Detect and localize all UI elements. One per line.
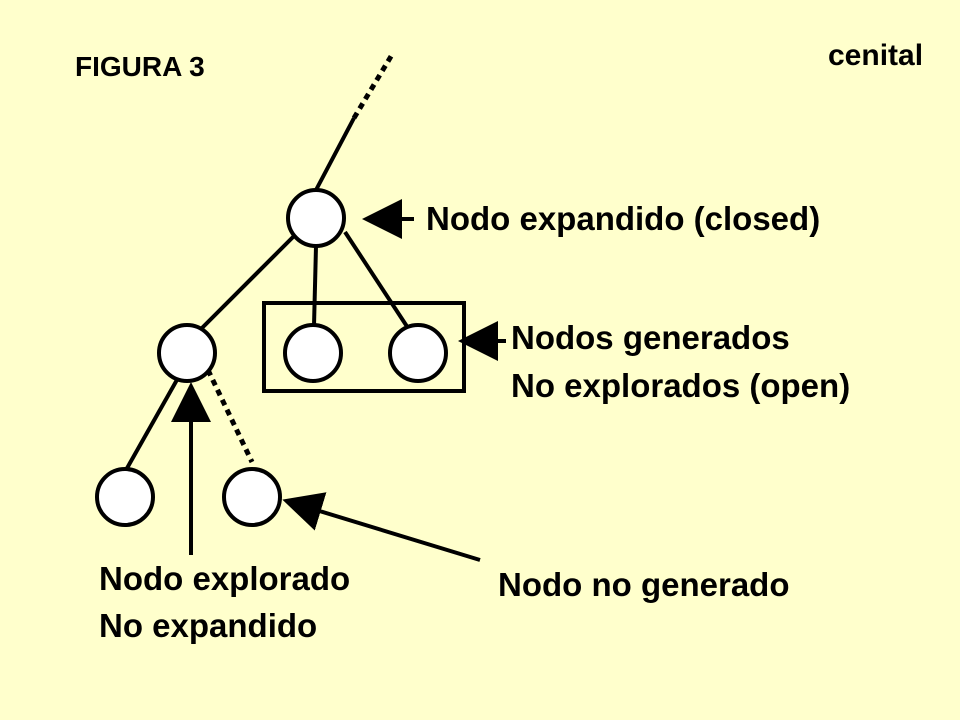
edge-parent-dotted <box>351 51 396 120</box>
node-explored <box>157 323 217 383</box>
edge-root-to-open-1 <box>312 245 318 327</box>
figure-label: FIGURA 3 <box>75 51 205 82</box>
node-expanded <box>286 188 346 248</box>
label-not-generated: Nodo no generado <box>498 566 790 603</box>
edge-left-to-child <box>124 377 180 471</box>
label-explored-line1: Nodo explorado <box>99 560 350 597</box>
node-open-1 <box>283 323 343 383</box>
edge-left-to-ungenerated-dotted <box>205 368 255 464</box>
label-generated-line2: No explorados (open) <box>511 367 850 404</box>
edge-root-to-left <box>198 230 300 332</box>
corner-label: cenital <box>828 39 923 72</box>
label-expanded: Nodo expandido (closed) <box>426 200 820 237</box>
label-explored-line2: No expandido <box>99 607 317 644</box>
label-generated-line1: Nodos generados <box>511 319 790 356</box>
node-open-2 <box>388 323 448 383</box>
edge-root-to-parent <box>314 117 356 191</box>
edge-root-to-open-2 <box>343 230 410 330</box>
node-child <box>95 467 155 527</box>
node-not-generated <box>222 467 282 527</box>
arrow-not-generated <box>282 492 481 562</box>
